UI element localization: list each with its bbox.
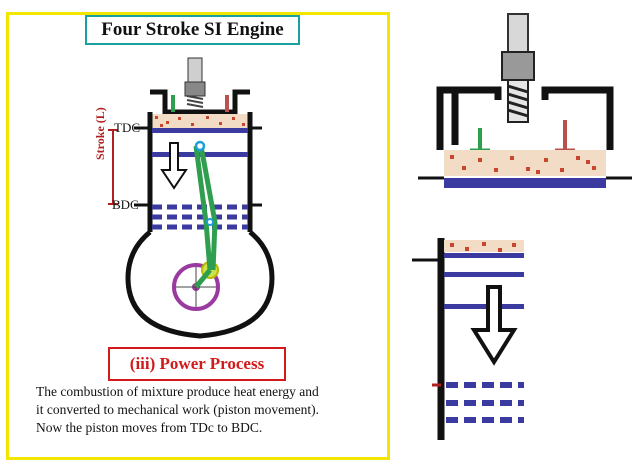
diagram-title: Four Stroke SI Engine [85, 15, 300, 45]
crankcase [125, 230, 275, 339]
process-label: (iii) Power Process [108, 347, 286, 381]
description-line: Now the piston moves from TDc to BDC. [36, 420, 263, 435]
tdc-label: TDC [114, 120, 140, 135]
stroke-marker [108, 129, 118, 205]
diagram-frame [6, 12, 390, 460]
description-line: it converted to mechanical work (piston … [36, 402, 320, 417]
detail-down-arrow-icon [470, 285, 518, 366]
stroke-detail [412, 238, 524, 440]
bdc-label: BDC [112, 197, 139, 212]
crank-circle [172, 263, 220, 311]
gudgeon-pin [194, 140, 206, 152]
spark-plug-detail-icon [501, 13, 535, 123]
spark-plug-icon [184, 57, 206, 108]
combustion-mixture [150, 114, 250, 128]
down-arrow-icon [160, 142, 188, 190]
cylinder-head [150, 89, 250, 115]
process-description: The combustion of mixture produce heat e… [36, 383, 386, 437]
piston-tdc [152, 128, 248, 157]
head-detail [418, 13, 632, 188]
stroke-label: Stroke (L) [93, 107, 107, 160]
main-engine [108, 57, 275, 339]
piston-bdc [152, 204, 248, 230]
detail-mixture [444, 150, 606, 176]
detail-piston [444, 178, 606, 188]
description-line: The combustion of mixture produce heat e… [36, 384, 319, 399]
